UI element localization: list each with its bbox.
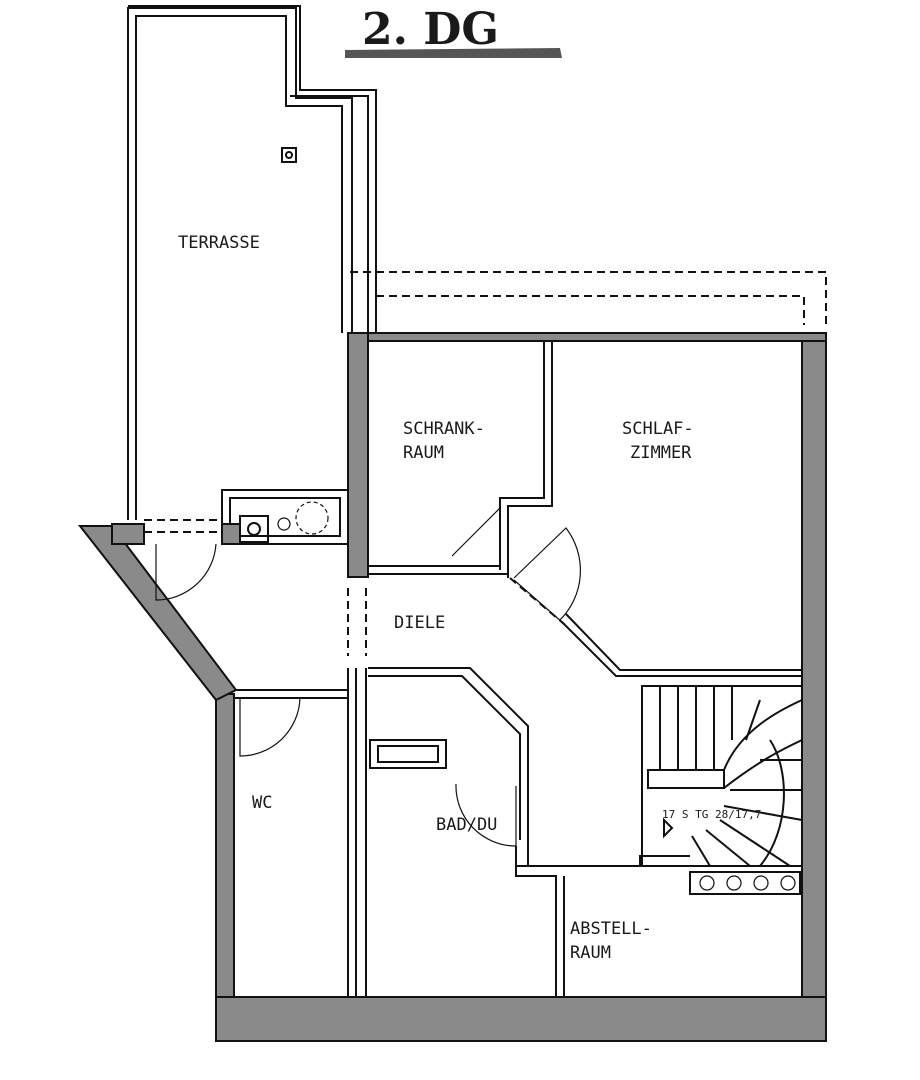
label-schlafzimmer-2: ZIMMER bbox=[630, 443, 692, 463]
doors bbox=[155, 507, 582, 847]
wc-door bbox=[239, 697, 301, 757]
room-labels: TERRASSE SCHRANK- RAUM SCHLAF- ZIMMER DI… bbox=[178, 233, 761, 963]
label-bad: BAD/DU bbox=[436, 815, 497, 835]
closet-door bbox=[451, 507, 501, 557]
staircase bbox=[641, 685, 803, 895]
north-wall bbox=[347, 332, 827, 342]
title-underline bbox=[345, 48, 562, 58]
pillar bbox=[111, 523, 145, 545]
label-schrankraum-2: RAUM bbox=[403, 443, 444, 463]
east-wall bbox=[801, 332, 827, 998]
south-wall bbox=[215, 996, 827, 1042]
interior-walls bbox=[234, 341, 802, 997]
terrace-outline bbox=[127, 5, 377, 520]
label-schlafzimmer-1: SCHLAF- bbox=[622, 419, 694, 439]
drain-icon bbox=[281, 147, 297, 163]
service-block bbox=[144, 489, 349, 545]
floor-title: 2. DG bbox=[362, 4, 499, 55]
floor-title-group: 2. DG bbox=[345, 4, 562, 58]
roof-overhang bbox=[350, 271, 827, 325]
label-terrasse: TERRASSE bbox=[178, 233, 260, 253]
stair-note: 17 S TG 28/17,7 bbox=[662, 808, 761, 821]
diagonal-wall bbox=[77, 525, 238, 702]
bedroom-door bbox=[513, 527, 582, 621]
outer-walls bbox=[77, 332, 827, 1042]
middle-wall-upper bbox=[347, 332, 369, 578]
label-abstellraum-2: RAUM bbox=[570, 943, 611, 963]
label-schrankraum-1: SCHRANK- bbox=[403, 419, 485, 439]
bath-door bbox=[455, 783, 517, 847]
west-wall bbox=[215, 693, 235, 998]
label-abstellraum-1: ABSTELL- bbox=[570, 919, 652, 939]
label-wc: WC bbox=[252, 793, 272, 813]
terrace-door bbox=[155, 543, 217, 601]
label-diele: DIELE bbox=[394, 613, 445, 633]
